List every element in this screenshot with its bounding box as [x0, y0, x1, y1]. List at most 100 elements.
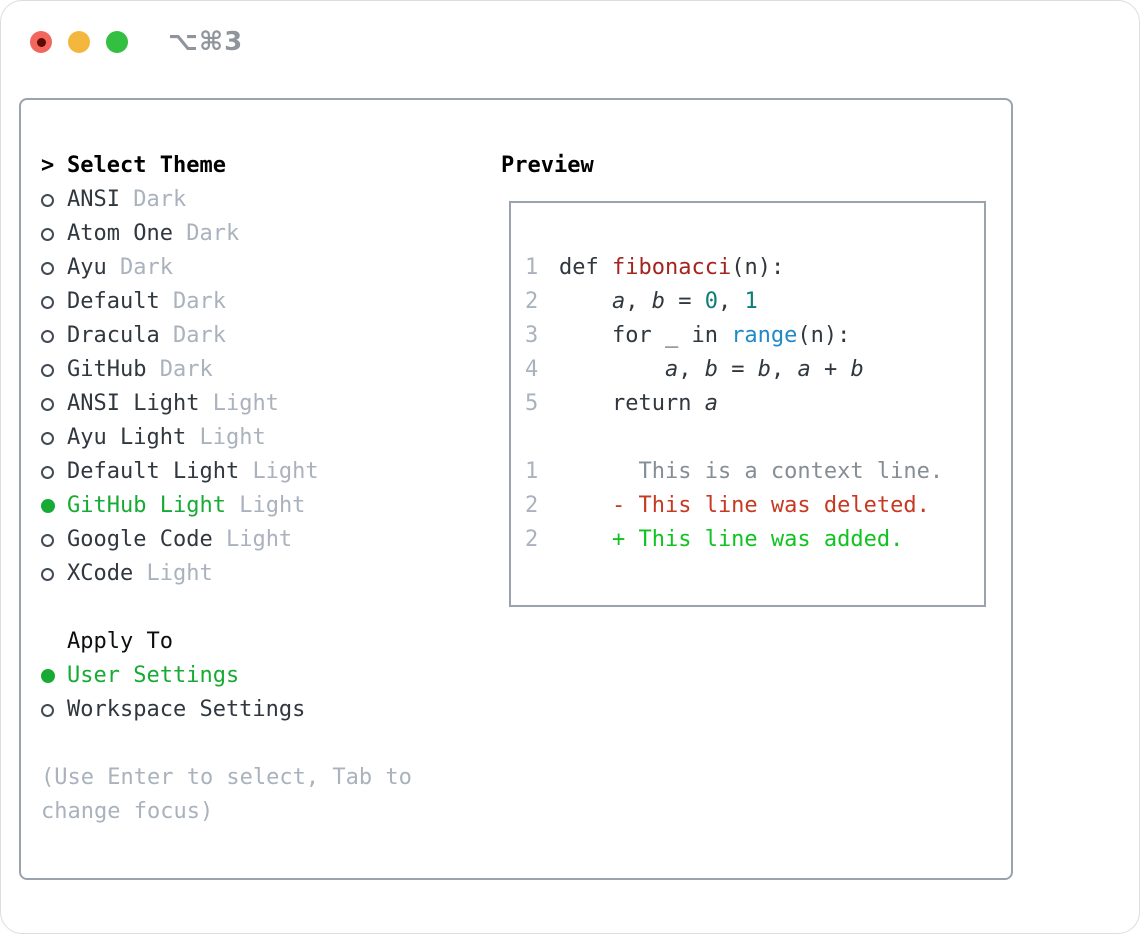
code-token: - This line was deleted.: [559, 493, 930, 518]
theme-option-xcode[interactable]: XCode Light: [41, 557, 412, 591]
keyboard-shortcut-label: ⌥⌘3: [168, 27, 244, 57]
theme-option-ansi[interactable]: ANSI Dark: [41, 183, 412, 217]
theme-option-default[interactable]: Default Dark: [41, 285, 412, 319]
theme-option-label: Ayu Light Light: [67, 425, 266, 450]
section-gap: [41, 727, 412, 761]
theme-option-label: ANSI Dark: [67, 187, 187, 212]
theme-option-label: Atom One Dark: [67, 221, 240, 246]
code-token: +: [810, 357, 851, 382]
theme-option-label: Default Light Light: [67, 459, 319, 484]
apply-option-label: Workspace Settings: [67, 697, 306, 722]
preview-title: Preview: [501, 153, 594, 178]
theme-option-ayu[interactable]: Ayu Dark: [41, 251, 412, 285]
line-number: 1: [525, 459, 539, 484]
apply-to-header: Apply To: [41, 625, 412, 659]
select-theme-title: Select Theme: [67, 153, 226, 178]
code-token: fibonacci: [611, 255, 732, 280]
radio-icon: [41, 703, 67, 717]
code-line: 4 a, b = b, a + b: [525, 353, 984, 387]
code-token: ,: [678, 357, 705, 382]
code-blank-line: [525, 421, 984, 455]
code-token: 1: [744, 289, 758, 314]
theme-option-label: ANSI Light Light: [67, 391, 279, 416]
line-number: 2: [525, 527, 539, 552]
theme-option-label: XCode Light: [67, 561, 213, 586]
diff-line: 2 - This line was deleted.: [525, 489, 984, 523]
help-text: (Use Enter to select, Tab to change focu…: [41, 761, 412, 829]
code-token: def: [559, 255, 612, 280]
maximize-button[interactable]: [106, 31, 128, 53]
code-token: a: [704, 391, 718, 416]
select-theme-header: > Select Theme: [41, 149, 412, 183]
close-dot-icon: [36, 37, 46, 47]
theme-option-label: Google Code Light: [67, 527, 293, 552]
titlebar: ⌥⌘3: [30, 27, 243, 57]
code-token: for _ in: [559, 323, 732, 348]
code-token: b: [651, 289, 665, 314]
code-line: 2 a, b = 0, 1: [525, 285, 984, 319]
line-number: 2: [525, 493, 539, 518]
code-token: return: [559, 391, 705, 416]
apply-option-label: User Settings: [67, 663, 240, 688]
code-token: =: [664, 289, 705, 314]
theme-option-google-code[interactable]: Google Code Light: [41, 523, 412, 557]
theme-option-github[interactable]: GitHub Dark: [41, 353, 412, 387]
radio-icon: [41, 227, 67, 241]
code-line: 3 for _ in range(n):: [525, 319, 984, 353]
diff-preview: 1 This is a context line. 2 - This line w…: [525, 455, 984, 557]
code-token: a: [611, 289, 626, 314]
code-token: + This line was added.: [559, 527, 904, 552]
code-token: [559, 357, 665, 382]
code-token: b: [757, 357, 771, 382]
theme-option-label: GitHub Light Light: [67, 493, 306, 518]
theme-option-label: Default Dark: [67, 289, 226, 314]
apply-option-workspace-settings[interactable]: Workspace Settings: [41, 693, 412, 727]
radio-icon: [41, 329, 67, 343]
code-token: 0: [704, 289, 718, 314]
code-token: [559, 289, 612, 314]
radio-icon: [41, 567, 67, 581]
code-token: (n):: [797, 323, 851, 348]
code-token: a: [797, 357, 811, 382]
code-token: a: [664, 357, 679, 382]
help-line: (Use Enter to select, Tab to: [41, 765, 412, 790]
code-token: (n):: [731, 255, 785, 280]
theme-option-label: Ayu Dark: [67, 255, 173, 280]
code-token: b: [704, 357, 718, 382]
theme-option-default-light[interactable]: Default Light Light: [41, 455, 412, 489]
line-number: 2: [525, 289, 539, 314]
code-token: range: [731, 323, 798, 348]
radio-icon: [41, 465, 67, 479]
apply-option-user-settings[interactable]: User Settings: [41, 659, 412, 693]
line-number: 3: [525, 323, 539, 348]
line-number: 1: [525, 255, 539, 280]
diff-line: 2 + This line was added.: [525, 523, 984, 557]
theme-option-github-light[interactable]: GitHub Light Light: [41, 489, 412, 523]
theme-option-atom-one[interactable]: Atom One Dark: [41, 217, 412, 251]
radio-selected-icon: [41, 669, 67, 683]
theme-option-label: Dracula Dark: [67, 323, 226, 348]
code-token: ,: [770, 357, 798, 382]
line-number: 4: [525, 357, 539, 382]
code-token: ,: [717, 289, 745, 314]
close-button[interactable]: [30, 31, 52, 53]
minimize-button[interactable]: [68, 31, 90, 53]
theme-option-ansi-light[interactable]: ANSI Light Light: [41, 387, 412, 421]
radio-icon: [41, 431, 67, 445]
radio-icon: [41, 533, 67, 547]
code-token: This is a context line.: [559, 459, 944, 484]
radio-icon: [41, 397, 67, 411]
theme-option-label: GitHub Dark: [67, 357, 213, 382]
radio-icon: [41, 363, 67, 377]
code-line: 1 def fibonacci(n):: [525, 251, 984, 285]
code-line: 5 return a: [525, 387, 984, 421]
theme-option-dracula[interactable]: Dracula Dark: [41, 319, 412, 353]
theme-option-ayu-light[interactable]: Ayu Light Light: [41, 421, 412, 455]
radio-icon: [41, 295, 67, 309]
